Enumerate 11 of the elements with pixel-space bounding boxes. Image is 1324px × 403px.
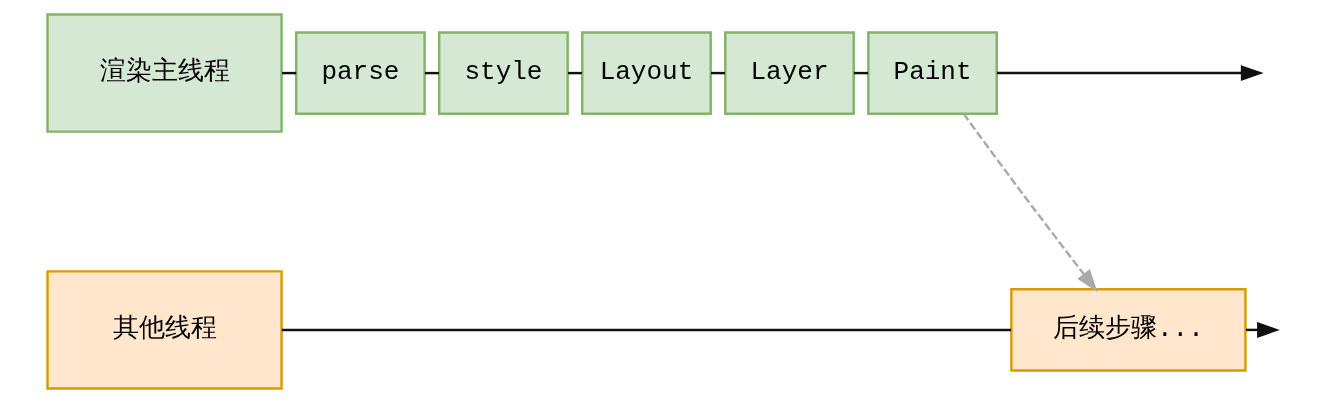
node-box: 后续步骤...	[1009, 288, 1247, 372]
node-box: 渲染主线程	[45, 13, 283, 133]
arrow	[996, 65, 1264, 82]
arrow	[962, 113, 1097, 292]
node-box: Paint	[866, 31, 998, 115]
node-box: Layout	[580, 31, 712, 115]
node-box: style	[437, 31, 569, 115]
connector	[281, 328, 1011, 332]
node-box: 其他线程	[45, 270, 283, 390]
node-box: Layer	[723, 31, 855, 115]
node-box: parse	[294, 31, 426, 115]
